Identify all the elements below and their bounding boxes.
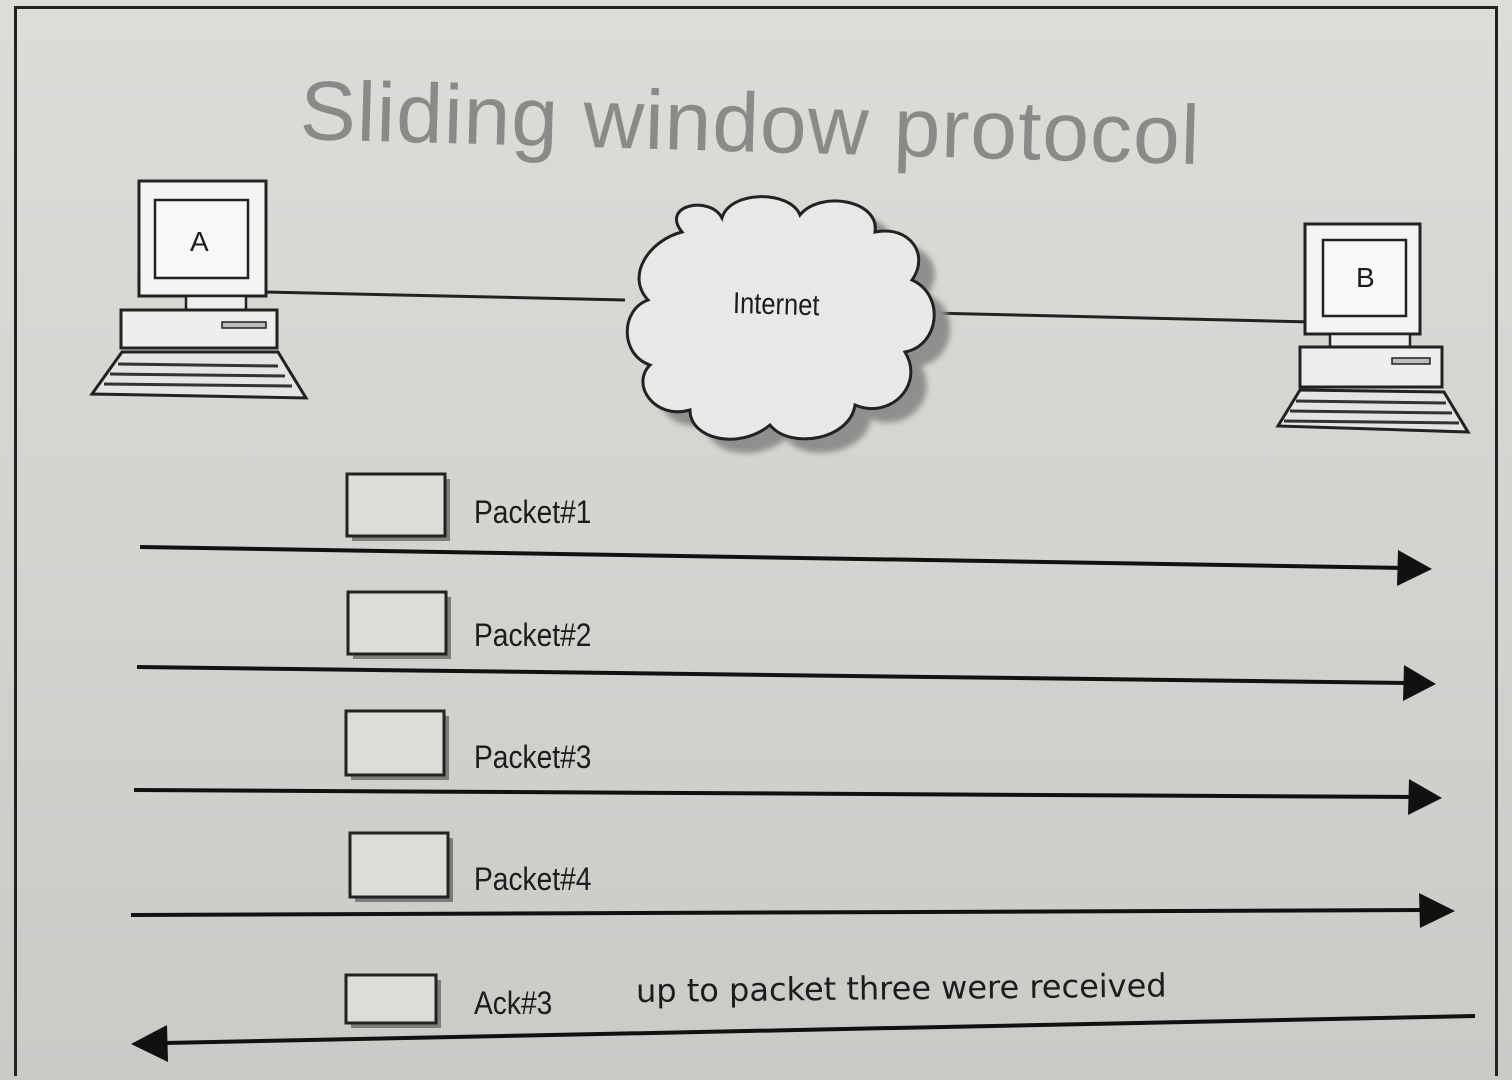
arrow-packet-4 bbox=[130, 893, 1455, 928]
packet-2-label: Packet#2 bbox=[474, 617, 592, 653]
ack-label: Ack#3 bbox=[474, 985, 553, 1021]
computer-b-label: B bbox=[1356, 262, 1375, 293]
packet-3-label: Packet#3 bbox=[474, 739, 592, 775]
packet-box-2 bbox=[346, 590, 451, 659]
internet-label: Internet bbox=[732, 287, 820, 323]
computer-a-icon bbox=[89, 179, 309, 400]
arrow-packet-3 bbox=[133, 779, 1442, 815]
arrow-ack bbox=[131, 1014, 1476, 1062]
link-a-internet bbox=[264, 290, 626, 302]
packet-box-1 bbox=[345, 472, 450, 541]
arrow-packet-2 bbox=[136, 665, 1436, 701]
computer-b-icon bbox=[1275, 222, 1471, 434]
packet-1-label: Packet#1 bbox=[474, 494, 592, 530]
ack-note: up to packet three were received bbox=[635, 966, 1167, 1010]
ack-box bbox=[344, 973, 441, 1028]
link-internet-b bbox=[929, 311, 1313, 324]
packet-box-4 bbox=[348, 831, 453, 902]
page-frame bbox=[14, 6, 1498, 1076]
internet-cloud-icon bbox=[625, 195, 951, 454]
packet-box-3 bbox=[344, 709, 449, 780]
packet-4-label: Packet#4 bbox=[474, 861, 592, 897]
computer-a-label: A bbox=[190, 226, 209, 257]
arrow-packet-1 bbox=[139, 545, 1432, 586]
